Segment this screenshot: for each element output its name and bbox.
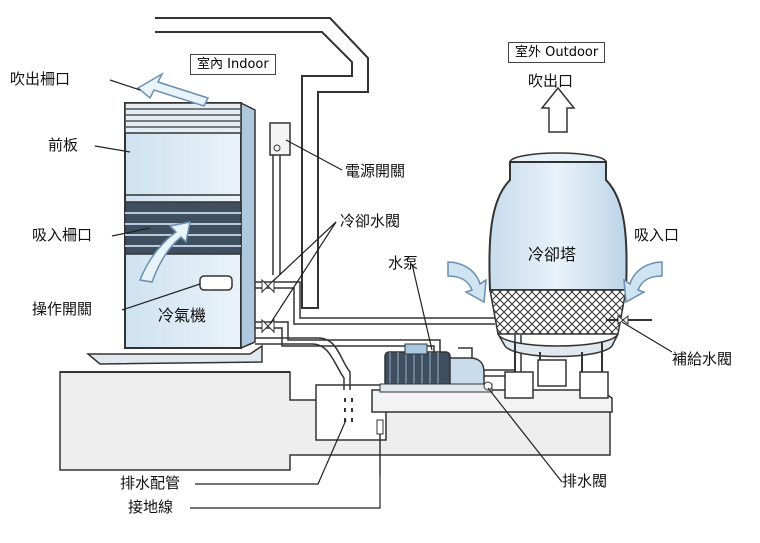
drain-valve-handle	[483, 381, 493, 391]
ground-wire-label: 接地線	[128, 498, 174, 516]
indoor-label: 室內 Indoor	[190, 54, 276, 75]
front-panel-label: 前板	[48, 136, 79, 154]
ac-top-grille	[124, 102, 242, 134]
water-pump	[379, 343, 493, 393]
outdoor-platform	[371, 389, 613, 413]
outdoor-label: 室外 Outdoor	[508, 42, 606, 63]
power-switch-label: 電源開關	[345, 162, 406, 180]
leader-lines	[94, 79, 673, 509]
cooling-tower-label: 冷卻塔	[528, 245, 577, 264]
operation-switch-label: 操作開關	[32, 300, 93, 318]
air-conditioner-label: 冷氣機	[158, 306, 207, 325]
building-outline	[155, 17, 369, 309]
outlet-grille-label: 吹出柵口	[10, 70, 71, 88]
makeup-water-valve-label: 補給水閥	[672, 350, 733, 368]
ac-base	[85, 344, 263, 365]
cooling-water-valve-label: 冷卻水閥	[340, 212, 401, 230]
intake-port-label: 吸入口	[634, 226, 680, 244]
drain-pipe-label: 排水配管	[120, 474, 181, 492]
water-pump-label: 水泵	[388, 254, 419, 272]
tower-outlet-arrow	[540, 86, 576, 133]
operation-switch-panel	[199, 275, 233, 291]
ac-outlet-arrow	[136, 72, 210, 107]
ac-intake-arrow	[138, 221, 191, 283]
intake-grille-label: 吸入柵口	[32, 226, 93, 244]
outlet-port-label: 吹出口	[528, 72, 574, 90]
power-switch-box	[269, 122, 291, 156]
tower-intake-arrow-right	[623, 261, 663, 304]
tower-intake-arrow-left	[447, 261, 487, 304]
drain-valve-label: 排水閥	[562, 472, 608, 490]
cooling-tower	[488, 152, 628, 399]
